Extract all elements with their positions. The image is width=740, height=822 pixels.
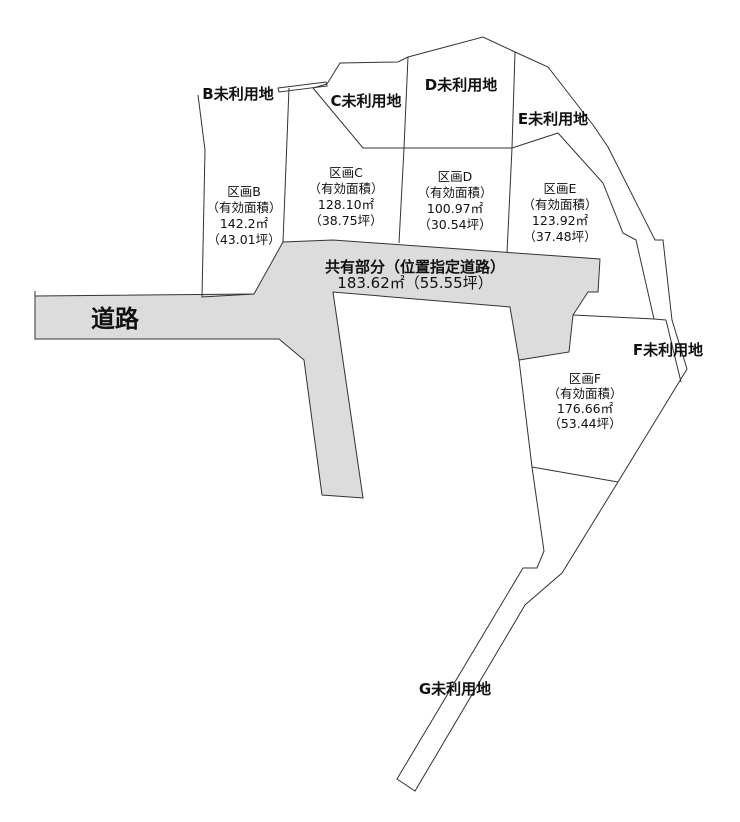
parcel-c-info: 区画C （有効面積） 128.10㎡ （38.75坪） [308, 165, 383, 228]
parcel-c-tsubo: （38.75坪） [309, 213, 382, 228]
parcel-d-info: 区画D （有効面積） 100.97㎡ （30.54坪） [417, 169, 492, 232]
parcel-e-label: （有効面積） [522, 197, 597, 212]
parcel-f-area: 176.66㎡ [557, 401, 614, 416]
unused-land-f-label: F未利用地 [633, 341, 703, 359]
parcel-cd-divider [398, 56, 409, 244]
unused-land-g-label: G未利用地 [419, 680, 491, 698]
parcel-d-tsubo: （30.54坪） [418, 217, 491, 232]
parcel-bc-divider [282, 87, 290, 243]
parcel-d-area: 100.97㎡ [427, 201, 484, 216]
parcel-c-name: 区画C [329, 165, 363, 180]
road-and-common-area [34, 239, 601, 499]
parcel-e-area: 123.92㎡ [532, 213, 589, 228]
parcel-d-label: （有効面積） [417, 185, 492, 200]
parcel-f-name: 区画F [569, 371, 601, 386]
parcel-d-name: 区画D [438, 169, 473, 184]
unused-land-b-label: B未利用地 [202, 85, 273, 103]
common-area-size: 183.62㎡（55.55坪） [337, 274, 492, 292]
parcel-b-tsubo: （43.01坪） [207, 232, 280, 247]
parcel-b-info: 区画B （有効面積） 142.2㎡ （43.01坪） [206, 184, 281, 247]
parcel-e-info: 区画E （有効面積） 123.92㎡ （37.48坪） [522, 181, 597, 244]
parcel-f-info: 区画F （有効面積） 176.66㎡ （53.44坪） [547, 371, 622, 431]
parcel-b-name: 区画B [227, 184, 261, 199]
parcel-f-label: （有効面積） [547, 386, 622, 401]
parcel-b-label: （有効面積） [206, 200, 281, 215]
parcel-e-name: 区画E [544, 181, 577, 196]
unused-land-c-boundary [312, 56, 409, 89]
unused-land-c-bottom [312, 87, 512, 149]
parcel-b-boundary [197, 94, 255, 298]
unused-land-e-label: E未利用地 [518, 110, 588, 128]
parcel-e-tsubo: （37.48坪） [523, 229, 596, 244]
parcel-c-area: 128.10㎡ [318, 197, 375, 212]
unused-land-f-strip [665, 319, 682, 383]
parcel-c-label: （有効面積） [308, 181, 383, 196]
road-label: 道路 [91, 305, 140, 333]
unused-land-c-label: C未利用地 [330, 92, 401, 110]
parcel-de-divider [506, 51, 516, 254]
common-area-title: 共有部分（位置指定道路） [325, 258, 505, 276]
parcel-fg-divider [531, 466, 619, 483]
parcel-f-top [572, 314, 667, 321]
parcel-b-area: 142.2㎡ [220, 216, 269, 231]
parcel-f-tsubo: （53.44坪） [548, 416, 621, 431]
top-boundary [396, 36, 688, 792]
unused-land-e-boundary [511, 132, 655, 320]
unused-land-d-label: D未利用地 [425, 76, 497, 94]
unused-land-b-strip [277, 81, 328, 93]
